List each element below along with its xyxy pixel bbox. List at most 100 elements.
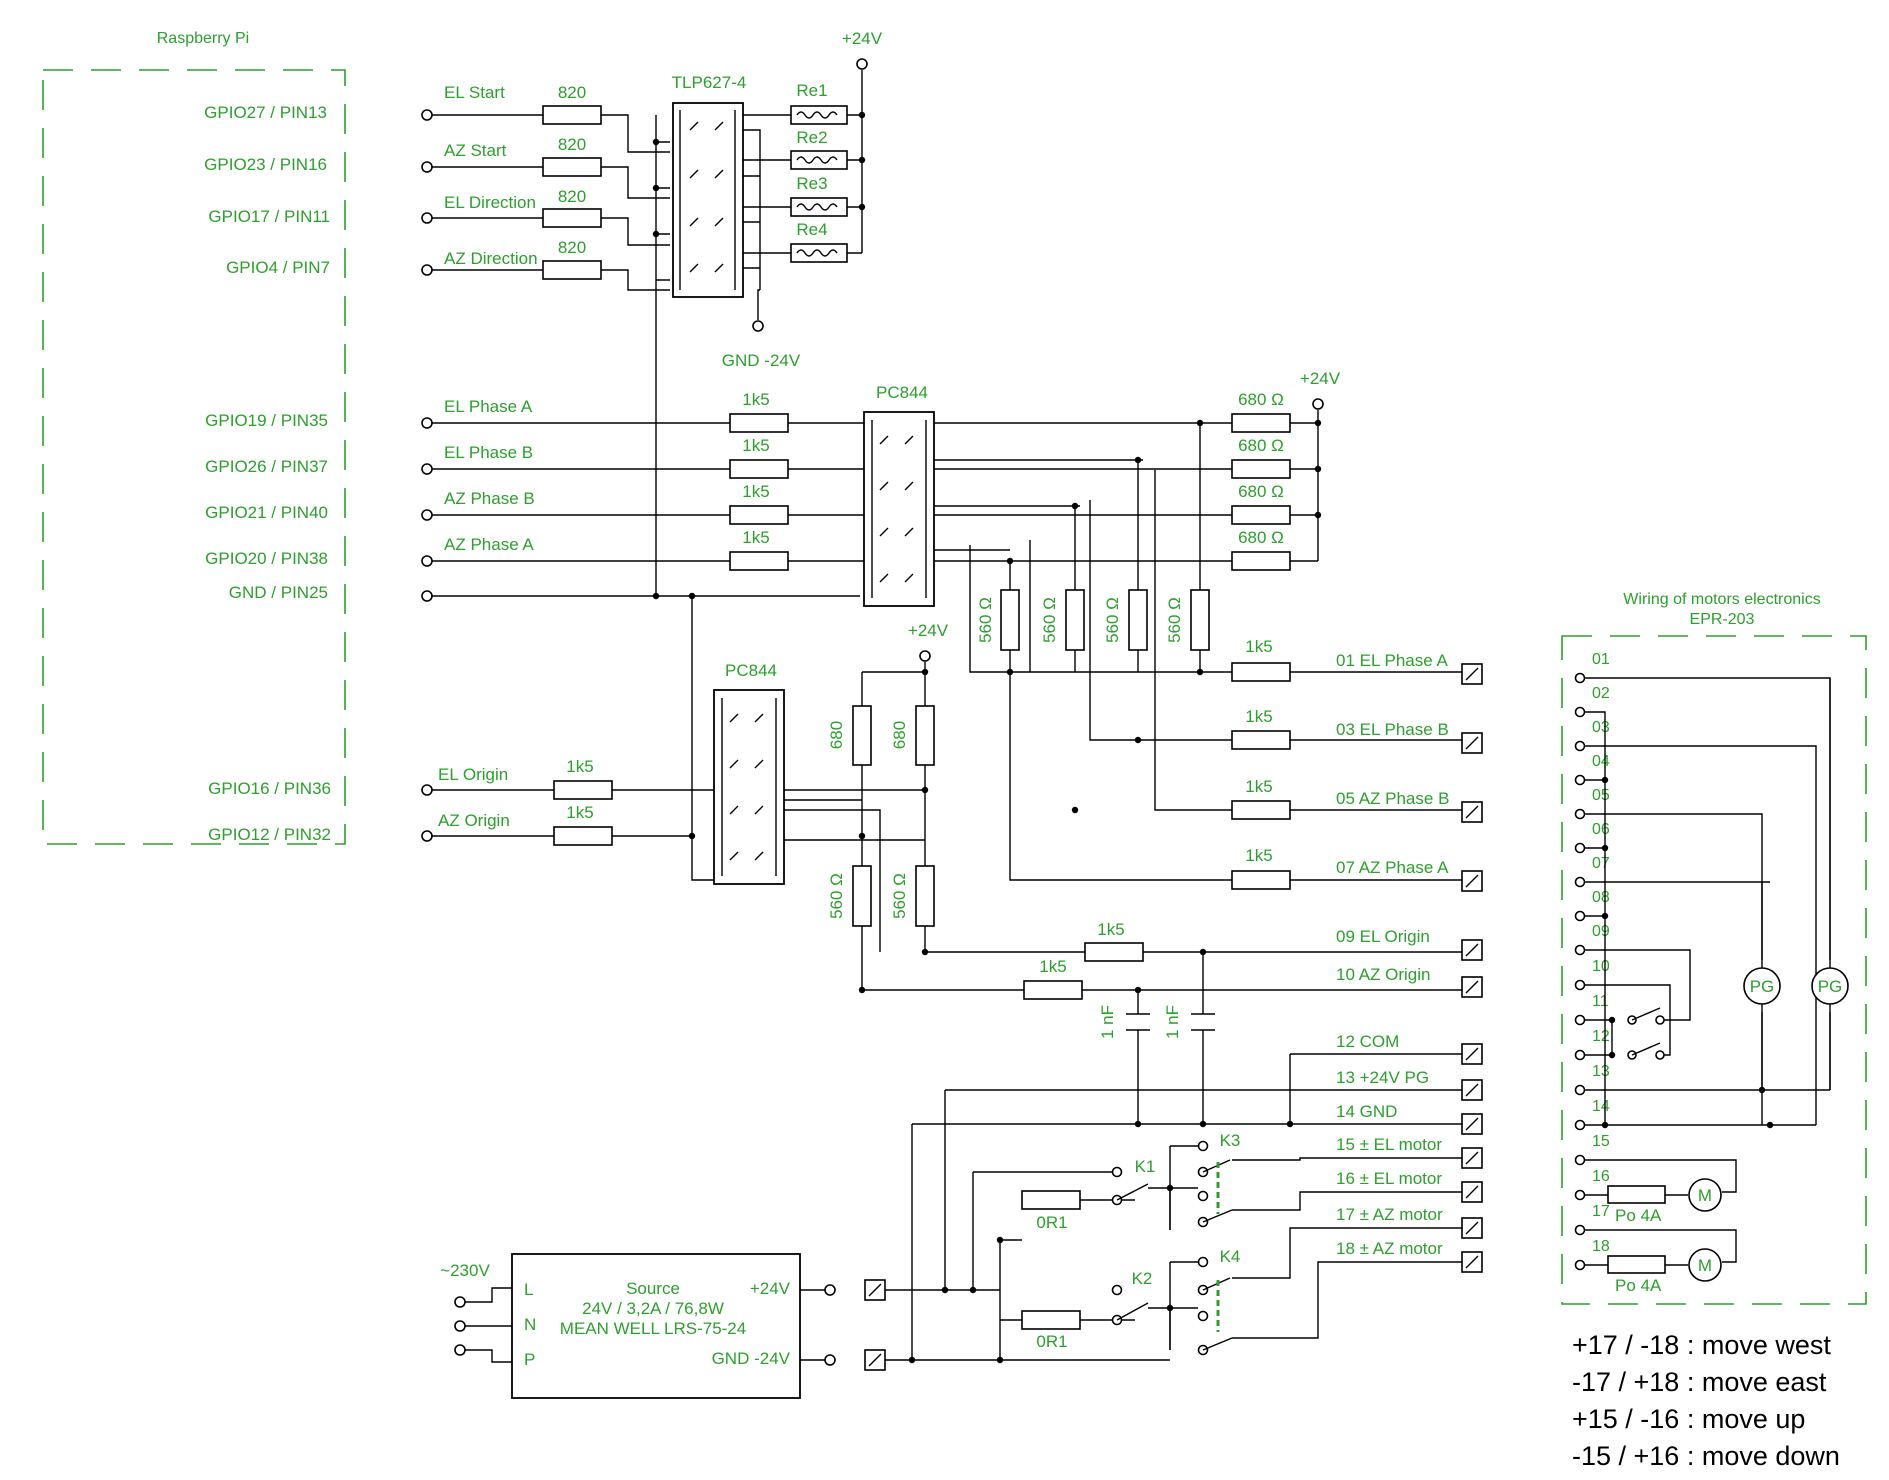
input-terminal: [421, 212, 433, 224]
supply-label: +24V: [1300, 369, 1341, 388]
resistor-label: 680 Ω: [1238, 482, 1284, 501]
rpi-title: Raspberry Pi: [157, 30, 249, 47]
resistor-label: 1k5: [742, 482, 769, 501]
motor-pin-label: 02: [1592, 685, 1610, 702]
motor-label: M: [1698, 1186, 1712, 1205]
pc844-chip-bottom: [713, 689, 785, 885]
relay-label: Re2: [796, 128, 827, 147]
signal-label: AZ Direction: [444, 249, 538, 268]
raspberry-pi-block: Raspberry Pi GPIO27 / PIN13 GPIO23 / PIN…: [42, 30, 346, 845]
power-supply: [511, 1253, 801, 1399]
resistor-label: 680 Ω: [1238, 436, 1284, 455]
pg-sensor: [1743, 967, 1781, 1005]
resistor-label: 680 Ω: [1238, 390, 1284, 409]
resistor-label: 560 Ω: [976, 597, 995, 643]
motor-pin-label: 10: [1592, 958, 1610, 975]
legend-line: -15 / +16 : move down: [1572, 1441, 1840, 1471]
pg-sensor: [1811, 967, 1849, 1005]
fuse-label: Po 4A: [1615, 1276, 1662, 1295]
relay-section: 0R1 0R1 K1 K2 K3 K4 ~230V L N P Source 2…: [440, 1124, 1462, 1399]
start-direction-section: EL Start AZ Start EL Direction AZ Direct…: [421, 29, 883, 370]
rpi-pin: GPIO26 / PIN37: [205, 457, 328, 476]
motors-dashed-box: [1561, 635, 1867, 1305]
pc844-label: PC844: [876, 383, 928, 402]
terminal-label: 09 EL Origin: [1336, 927, 1430, 946]
psu-output-label: +24V: [750, 1279, 791, 1298]
motor-icon: [1688, 1178, 1722, 1212]
input-terminal: [421, 109, 433, 121]
motor-pin-label: 15: [1592, 1133, 1610, 1150]
motor-pin-label: 01: [1592, 651, 1610, 668]
rpi-pin: GPIO27 / PIN13: [204, 103, 327, 122]
rpi-pin: GPIO17 / PIN11: [208, 207, 330, 226]
legend-line: +15 / -16 : move up: [1572, 1404, 1805, 1434]
resistor-label: 820: [558, 135, 586, 154]
psu-line-label: N: [524, 1315, 536, 1334]
rpi-pin: GND / PIN25: [229, 583, 328, 602]
resistor-label: 560 Ω: [1165, 597, 1184, 643]
rpi-dashed-box: [42, 69, 346, 845]
motor-pin-label: 05: [1592, 787, 1610, 804]
relay-k-label: K1: [1135, 1157, 1156, 1176]
motor-pin-label: 06: [1592, 821, 1610, 838]
motor-pin-label: 08: [1592, 889, 1610, 906]
motors-model: EPR-203: [1690, 611, 1755, 628]
signal-label: EL Phase A: [444, 397, 533, 416]
relay-coil: [790, 105, 848, 125]
relay-coil: [790, 197, 848, 217]
plus24v-terminal: [856, 58, 868, 70]
motor-pin-label: 13: [1592, 1063, 1610, 1080]
terminal-label: 05 AZ Phase B: [1336, 789, 1449, 808]
resistor-label: 560 Ω: [890, 873, 909, 919]
fuse: [1607, 1185, 1666, 1204]
resistor-820: [542, 208, 602, 228]
direction-legend: +17 / -18 : move west -17 / +18 : move e…: [1572, 1330, 1840, 1471]
psu-title: Source: [626, 1279, 680, 1298]
tlp-label: TLP627-4: [672, 73, 747, 92]
terminal-label: 03 EL Phase B: [1336, 720, 1449, 739]
tlp627-4-chip: [672, 102, 744, 298]
resistor-820: [542, 105, 602, 125]
terminal-label: 10 AZ Origin: [1336, 965, 1431, 984]
resistor-label: 0R1: [1036, 1213, 1067, 1232]
relay-label: Re4: [796, 220, 827, 239]
tlp-internals: [679, 110, 736, 290]
rpi-pin: GPIO12 / PIN32: [208, 825, 331, 844]
rpi-pin: GPIO23 / PIN16: [204, 155, 327, 174]
terminal-label: 12 COM: [1336, 1032, 1399, 1051]
motor-pin-label: 17: [1592, 1203, 1610, 1220]
psu-output-label: GND -24V: [712, 1349, 791, 1368]
input-terminal: [421, 161, 433, 173]
resistor-label: 1k5: [742, 436, 769, 455]
motor-label: M: [1698, 1256, 1712, 1275]
signal-label: EL Phase B: [444, 443, 533, 462]
fuse: [1607, 1255, 1666, 1274]
input-terminal: [421, 264, 433, 276]
relay-coil: [790, 150, 848, 170]
resistor-label: 680 Ω: [1238, 528, 1284, 547]
signal-label: EL Start: [444, 83, 505, 102]
terminal-label: 15 ± EL motor: [1336, 1135, 1442, 1154]
supply-label: +24V: [842, 29, 883, 48]
signal-label: AZ Origin: [438, 811, 510, 830]
signal-label: AZ Phase B: [444, 489, 535, 508]
resistor-label: 1k5: [1039, 957, 1066, 976]
gnd-label: GND -24V: [722, 351, 801, 370]
resistor-label: 1k5: [1245, 707, 1272, 726]
rpi-pin: GPIO20 / PIN38: [205, 549, 328, 568]
motor-pin-label: 03: [1592, 719, 1610, 736]
relay-k-label: K4: [1220, 1247, 1241, 1266]
psu-line-label: L: [524, 1280, 533, 1299]
signal-label: EL Direction: [444, 193, 536, 212]
resistor-label: 560 Ω: [1103, 597, 1122, 643]
gnd-terminal: [752, 320, 764, 332]
motor-pin-label: 09: [1592, 923, 1610, 940]
resistor-label: 1k5: [1245, 777, 1272, 796]
motor-pin-label: 04: [1592, 753, 1610, 770]
terminal-label: 17 ± AZ motor: [1336, 1205, 1443, 1224]
resistor-label: 560 Ω: [827, 873, 846, 919]
motor-pin-label: 18: [1592, 1238, 1610, 1255]
rpi-pin: GPIO4 / PIN7: [226, 258, 330, 277]
screw-terminals: [1461, 663, 1483, 1273]
resistor-label: 820: [558, 238, 586, 257]
